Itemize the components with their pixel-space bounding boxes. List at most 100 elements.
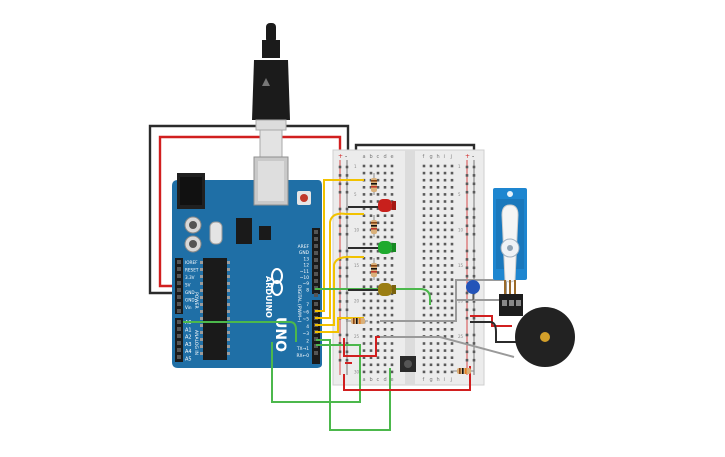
- row-label-left-20: 20: [354, 299, 360, 304]
- digital-pin-label-top-5: ~10: [300, 275, 309, 281]
- rail-plus-label-right: +: [465, 153, 470, 160]
- wire-yellow-2: [315, 212, 364, 319]
- arduino-brand-label: ARDUINO: [264, 276, 273, 318]
- digital-pin-label-bottom-4: ~3: [303, 331, 310, 337]
- wire-green-loop-1: [271, 342, 361, 403]
- resistors: [346, 173, 474, 374]
- row-label-left-15: 15: [354, 263, 360, 268]
- led-green: [378, 241, 396, 254]
- col-label-top-a: a: [363, 154, 366, 160]
- col-label-top-d: d: [384, 154, 387, 160]
- chip-pins: [200, 261, 230, 355]
- wire-5v-red: [158, 135, 342, 288]
- digital-pin-label-bottom-6: TX→1: [296, 346, 309, 352]
- col-label-bottom-h: h: [437, 377, 440, 383]
- arduino-logo: [271, 268, 283, 296]
- wire-gnd-black: [148, 124, 350, 295]
- wire-green-pin9: [315, 288, 431, 305]
- analog-pin-label-3: A3: [185, 342, 192, 348]
- col-label-bottom-c: c: [377, 377, 380, 383]
- row-label-left-30: 30: [354, 370, 360, 375]
- rail-plus-label: +: [338, 153, 343, 160]
- pin-label-3: 5V: [185, 283, 191, 288]
- digital-pin-label-top-2: 13: [303, 256, 309, 262]
- analog-pin-label-1: A1: [185, 327, 192, 333]
- arduino-model-label: UNO: [272, 317, 288, 352]
- small-chip: [259, 226, 271, 240]
- digital-header-label: DIGITAL (PWM~): [296, 285, 302, 323]
- wire-gray-1: [380, 299, 500, 322]
- digital-pin-label-bottom-3: 4: [306, 324, 309, 330]
- pin-label-5: GND: [185, 298, 195, 303]
- row-label-right-1: 1: [458, 164, 461, 169]
- resistor-3: [371, 258, 377, 280]
- col-label-bottom-j: j: [450, 377, 452, 383]
- led-yellow: [378, 283, 396, 296]
- analog-pin-label-5: A5: [185, 357, 192, 363]
- col-label-top-b: b: [370, 154, 373, 160]
- wire-gray-2: [380, 336, 515, 358]
- power-header: [175, 258, 183, 314]
- col-label-bottom-f: f: [423, 377, 425, 383]
- digital-pin-label-bottom-5: 2: [306, 339, 309, 345]
- crystal: [209, 221, 223, 245]
- rail-minus-label-right: -: [472, 153, 474, 160]
- analog-pin-label-2: A2: [185, 335, 192, 341]
- capacitor-blue: [466, 280, 480, 300]
- col-label-bottom-d: d: [384, 377, 387, 383]
- digital-pin-label-top-3: 12: [303, 263, 309, 269]
- digital-pin-label-top-6: ~9: [303, 281, 310, 287]
- col-label-top-h: h: [437, 154, 440, 160]
- breadboard-center-channel: [405, 150, 415, 385]
- row-label-left-25: 25: [354, 334, 360, 339]
- analog-pin-label-4: A4: [185, 349, 192, 355]
- col-label-top-i: i: [444, 154, 445, 160]
- col-label-bottom-i: i: [444, 377, 445, 383]
- wire-red-bottom-2: [343, 366, 471, 391]
- row-label-right-5: 5: [458, 192, 461, 197]
- pin-label-6: Vin: [185, 305, 192, 310]
- power-header-label: POWER: [193, 292, 199, 309]
- digital-pin-label-top-0: AREF: [298, 244, 310, 250]
- arduino-board: ARDUINO UNO DIGITAL (PWM~) POWER ANALOG …: [172, 156, 322, 368]
- pin-label-4: GND: [185, 290, 195, 295]
- digital-pin-label-bottom-2: ~5: [303, 317, 310, 323]
- piezo-buzzer: [515, 307, 575, 367]
- col-label-top-f: f: [423, 154, 425, 160]
- regulator: [236, 218, 252, 244]
- row-label-right-25: 25: [458, 334, 464, 339]
- wire-green-analog: [183, 321, 297, 342]
- atmega-chip: [203, 258, 227, 360]
- signal-wires: [183, 179, 520, 431]
- col-label-bottom-g: g: [430, 377, 433, 383]
- digital-pin-label-top-7: 8: [306, 287, 309, 293]
- digital-pin-label-bottom-1: ~6: [303, 309, 310, 315]
- row-label-right-20: 20: [458, 299, 464, 304]
- rail-minus-label: -: [345, 153, 347, 160]
- push-button: [400, 356, 416, 372]
- pin-label-1: RESET: [185, 268, 199, 273]
- row-label-right-15: 15: [458, 263, 464, 268]
- wire-yellow-3: [315, 255, 364, 326]
- col-label-top-j: j: [450, 154, 452, 160]
- analog-header: [175, 318, 183, 362]
- resistor-5: [452, 368, 474, 374]
- pin-label-0: IOREF: [185, 260, 198, 265]
- resistor-1: [371, 173, 377, 195]
- col-label-top-g: g: [430, 154, 433, 160]
- wire-yellow-4: [315, 317, 364, 333]
- digital-pin-label-top-1: GND: [299, 250, 310, 256]
- digital-pin-label-bottom-7: RX←0: [296, 353, 309, 359]
- wire-green-loop-2: [316, 339, 391, 431]
- col-label-bottom-b: b: [370, 377, 373, 383]
- row-label-right-10: 10: [458, 228, 464, 233]
- led-red: [378, 199, 396, 212]
- servo-motor: [493, 188, 527, 316]
- wire-black-buzzer: [470, 321, 520, 343]
